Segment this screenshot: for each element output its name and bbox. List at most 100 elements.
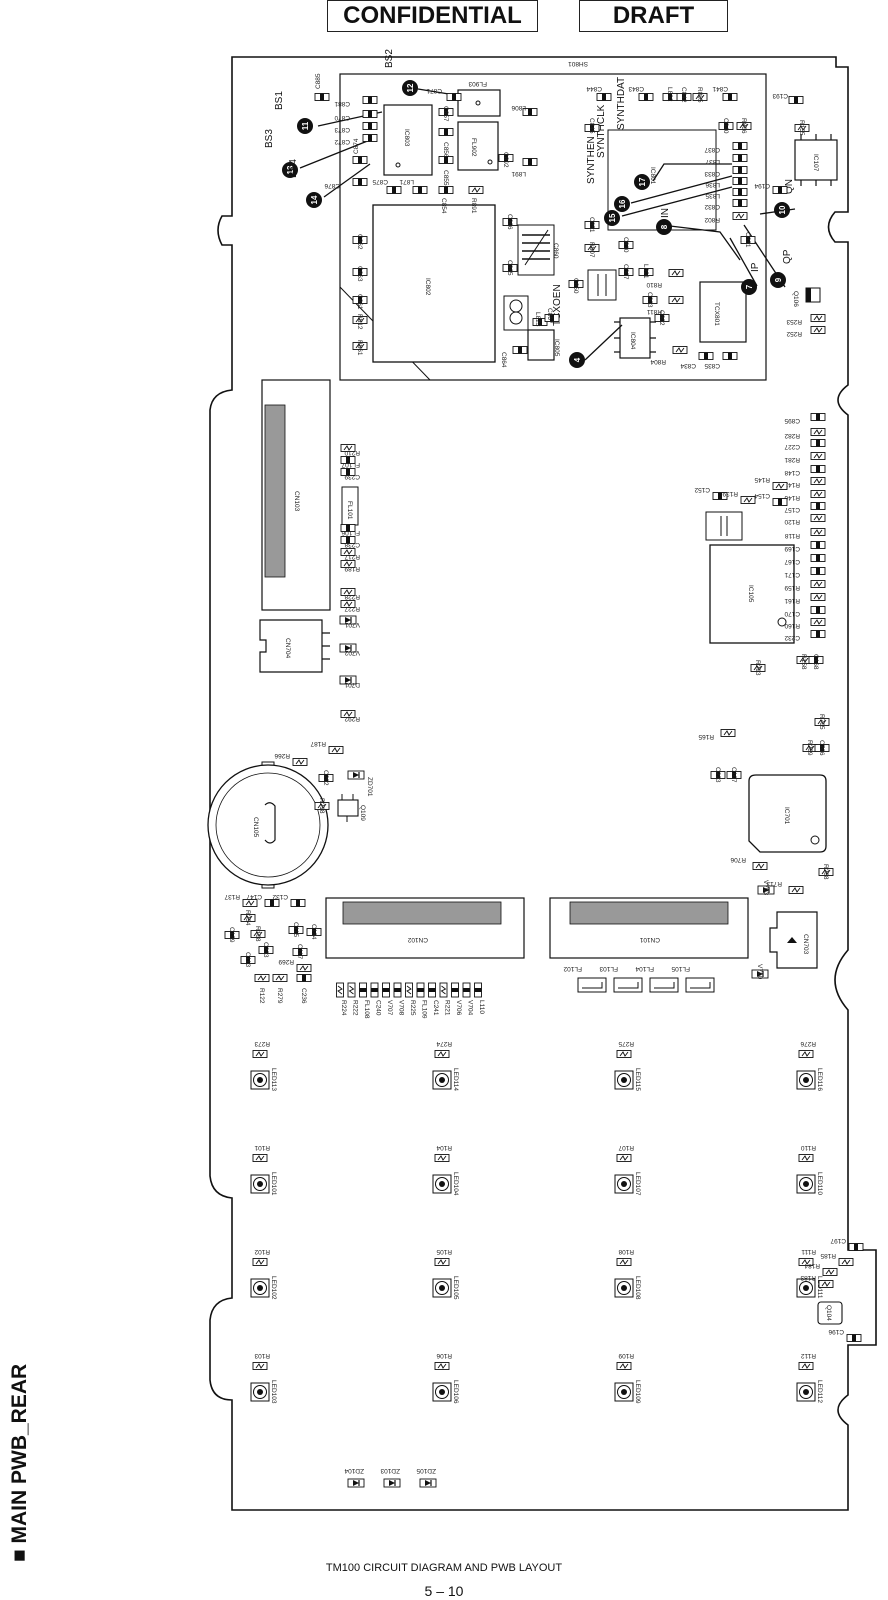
component-r253: R253 xyxy=(786,314,826,325)
svg-text:C873: C873 xyxy=(334,126,350,133)
component-c870: C870 xyxy=(334,110,378,121)
ic107-chip xyxy=(794,139,838,181)
svg-text:V703: V703 xyxy=(762,880,769,896)
svg-text:C227: C227 xyxy=(784,443,800,450)
component-c842: C842 xyxy=(676,87,692,103)
svg-text:C854: C854 xyxy=(440,198,447,214)
component-r804: R804 xyxy=(650,346,688,365)
svg-text:FL107: FL107 xyxy=(341,461,360,468)
component-c885: C885 xyxy=(314,73,330,101)
c860-label: C860 xyxy=(552,243,559,259)
component-l110: L110 xyxy=(474,982,485,1014)
svg-text:C837: C837 xyxy=(704,146,720,153)
svg-text:L837: L837 xyxy=(705,158,720,165)
svg-text:D701: D701 xyxy=(344,681,360,688)
component-c873: C873 xyxy=(334,122,378,133)
component-c107: C107 xyxy=(726,767,742,783)
svg-text:13: 13 xyxy=(286,165,295,174)
fl101-label: FL101 xyxy=(346,501,353,520)
component-c129: C129 xyxy=(224,927,240,943)
q106-label: Q106 xyxy=(792,291,799,307)
svg-text:R266: R266 xyxy=(274,752,290,759)
svg-text:8: 8 xyxy=(660,224,669,229)
component-c157: C157 xyxy=(784,502,826,513)
component-c196: C196 xyxy=(828,1328,862,1342)
component-c223: C223 xyxy=(710,767,726,783)
svg-text:SYNTHCLK: SYNTHCLK xyxy=(596,104,607,158)
svg-text:R812: R812 xyxy=(356,314,363,330)
svg-text:16: 16 xyxy=(618,199,627,208)
svg-text:C802: C802 xyxy=(658,310,665,326)
svg-text:R145: R145 xyxy=(754,476,770,483)
component-v708: V708 xyxy=(393,982,405,1016)
svg-text:LED103: LED103 xyxy=(270,1380,277,1404)
component-c807: C807 xyxy=(618,264,634,280)
component-c851: C851 xyxy=(584,217,600,233)
svg-text:L801: L801 xyxy=(642,264,649,279)
svg-text:LED116: LED116 xyxy=(816,1068,823,1091)
component-c115: C115 xyxy=(288,922,304,937)
component-c835: C835 xyxy=(704,352,738,369)
svg-text:C169: C169 xyxy=(784,545,800,552)
component-c167: C167 xyxy=(784,554,826,565)
svg-text:C233: C233 xyxy=(262,942,269,958)
svg-text:R804: R804 xyxy=(650,358,666,365)
svg-text:C856: C856 xyxy=(442,142,449,158)
svg-text:R102: R102 xyxy=(254,1248,270,1255)
svg-text:C862: C862 xyxy=(356,234,363,250)
svg-text:LED115: LED115 xyxy=(634,1068,641,1091)
component-fl106: FL106 xyxy=(340,524,360,536)
component-c171: C171 xyxy=(784,567,826,578)
component-c834: C834 xyxy=(680,352,714,369)
component-r282: R282 xyxy=(784,428,826,439)
component-l806: L806 xyxy=(511,104,538,116)
svg-text:C841: C841 xyxy=(712,85,728,92)
component-fl107: FL107 xyxy=(340,456,360,468)
svg-text:C115: C115 xyxy=(292,922,299,937)
svg-text:C840: C840 xyxy=(722,118,729,134)
svg-text:R225: R225 xyxy=(409,1000,416,1016)
component-c802: C802 xyxy=(654,310,670,326)
component-c193: C193 xyxy=(772,92,804,104)
svg-text:R861: R861 xyxy=(356,340,363,356)
component-c865: C865 xyxy=(502,260,518,276)
component-r289: R289 xyxy=(802,740,818,756)
ic107-label: IC107 xyxy=(812,154,819,172)
page-section-title: ■ MAIN PWB_REAR xyxy=(8,1363,31,1562)
svg-text:C851: C851 xyxy=(588,217,595,233)
svg-text:R273: R273 xyxy=(254,1040,270,1047)
component-r120: R120 xyxy=(784,514,826,525)
svg-text:R185: R185 xyxy=(820,1252,836,1259)
component-v704: V704 xyxy=(462,982,474,1016)
svg-text:FL108: FL108 xyxy=(363,1000,370,1019)
component-v706: V706 xyxy=(451,982,462,1016)
svg-text:R279: R279 xyxy=(276,988,283,1004)
component-r293: R293 xyxy=(750,660,766,676)
svg-text:C892: C892 xyxy=(502,152,509,168)
svg-text:R227: R227 xyxy=(344,605,360,612)
component-c168: C168 xyxy=(808,654,824,670)
component-c837: C837 xyxy=(704,142,748,153)
test-point-qp: 9QP xyxy=(770,249,793,288)
component-v703: V703 xyxy=(757,880,775,896)
svg-text:R184: R184 xyxy=(804,1262,820,1269)
component-c241: C241 xyxy=(428,982,439,1016)
ic805-chip xyxy=(527,329,555,361)
svg-text:C833: C833 xyxy=(704,170,720,177)
component-c857: C857 xyxy=(438,106,454,122)
svg-text:C107: C107 xyxy=(730,767,737,783)
svg-text:R107: R107 xyxy=(618,1144,634,1151)
svg-text:7: 7 xyxy=(745,284,754,289)
led-led111: R111LED111 xyxy=(796,1248,823,1299)
svg-text:C147: C147 xyxy=(246,893,262,900)
component-r161: R161 xyxy=(784,593,826,604)
svg-text:L823: L823 xyxy=(534,312,541,327)
svg-text:C706: C706 xyxy=(818,740,825,756)
svg-text:BS2: BS2 xyxy=(384,49,395,68)
